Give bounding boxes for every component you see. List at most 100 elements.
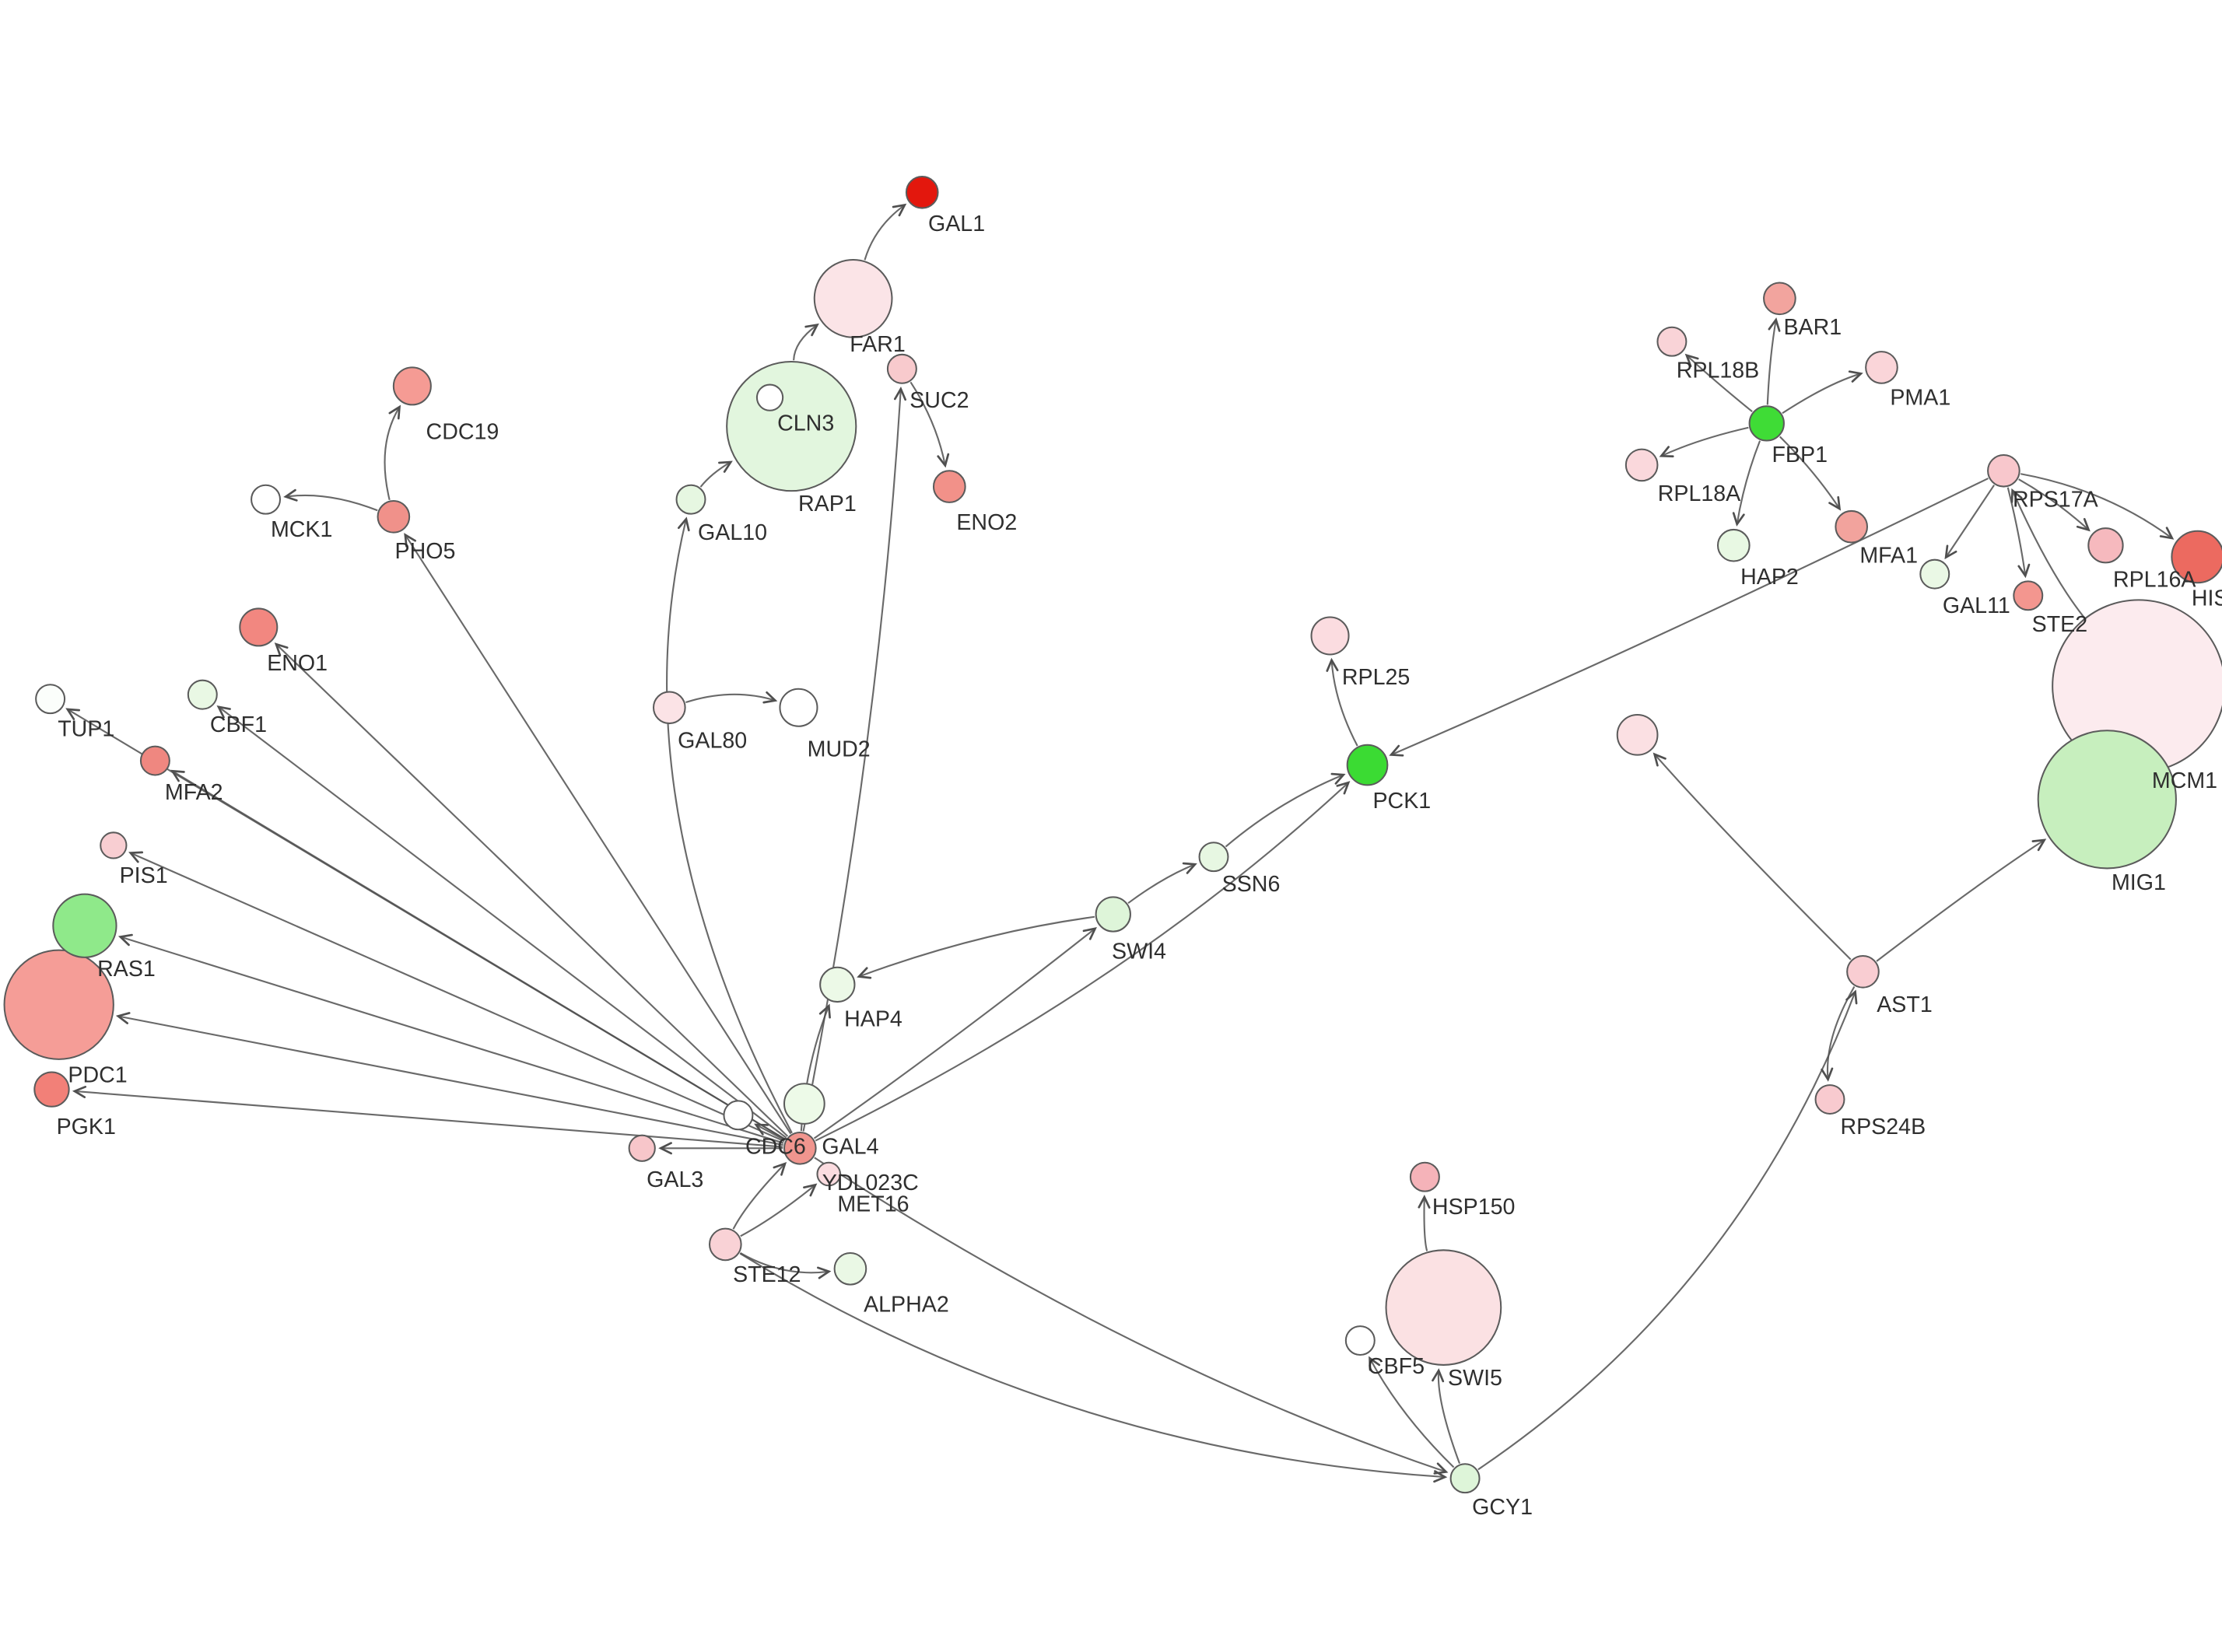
node-PGK1[interactable] bbox=[33, 1071, 70, 1108]
node-label-HAP2: HAP2 bbox=[1740, 565, 1799, 590]
node-HIS4[interactable] bbox=[2171, 530, 2222, 584]
node-label-GAL3: GAL3 bbox=[647, 1167, 703, 1192]
edges-layer bbox=[65, 203, 2175, 1483]
node-RPL18B[interactable] bbox=[1656, 326, 1688, 357]
node-label-MUD2: MUD2 bbox=[808, 737, 871, 762]
node-FAR1[interactable] bbox=[813, 258, 893, 338]
node-MFA2[interactable] bbox=[139, 745, 170, 776]
edge-PHO5-CDC19 bbox=[384, 404, 401, 501]
node-MFA1[interactable] bbox=[1835, 509, 1869, 544]
edge-GCY1-SWI5 bbox=[1432, 1368, 1461, 1465]
node-label-RAP1: RAP1 bbox=[798, 492, 857, 516]
node-label-MFA1: MFA1 bbox=[1859, 543, 1918, 568]
node-GAL4[interactable] bbox=[783, 1131, 817, 1165]
edge-GAL4-ENO1 bbox=[274, 642, 789, 1137]
node-label-SWI5: SWI5 bbox=[1448, 1366, 1502, 1391]
node-SSN6[interactable] bbox=[1198, 842, 1229, 873]
edge-GAL4-GCY1 bbox=[814, 1157, 1449, 1475]
edge-RAP1-FAR1 bbox=[793, 323, 819, 361]
node-CBF5[interactable] bbox=[1344, 1325, 1376, 1356]
edge-FBP1-MFA1 bbox=[1779, 436, 1842, 511]
node-RPL16A[interactable] bbox=[2087, 527, 2124, 564]
node-label-PMA1: PMA1 bbox=[1890, 385, 1950, 410]
node-CDC19[interactable] bbox=[392, 366, 432, 406]
node-GCY1[interactable] bbox=[1449, 1463, 1481, 1494]
edge-SSN6-PCK1 bbox=[1225, 772, 1346, 848]
node-STE12[interactable] bbox=[708, 1227, 742, 1262]
node-MET16[interactable] bbox=[816, 1161, 842, 1187]
node-ENO2[interactable] bbox=[932, 470, 966, 503]
edge-GAL10-RAP1 bbox=[699, 460, 733, 488]
node-GAL80[interactable] bbox=[652, 691, 686, 725]
node-RAS1[interactable] bbox=[52, 893, 117, 958]
node-AST1[interactable] bbox=[1846, 954, 1880, 989]
node-label-RPL18B: RPL18B bbox=[1677, 358, 1760, 383]
node-GAL11[interactable] bbox=[1919, 558, 1950, 590]
node-PHO5[interactable] bbox=[377, 500, 411, 534]
edge-RPS17A-STE2 bbox=[2006, 487, 2031, 579]
node-CBF1[interactable] bbox=[187, 679, 218, 710]
node-label-SSN6: SSN6 bbox=[1222, 872, 1281, 897]
node-PMA1[interactable] bbox=[1865, 351, 1898, 384]
node-CDC6[interactable] bbox=[723, 1100, 754, 1131]
edge-AST1-MIG1 bbox=[1876, 838, 2047, 962]
edge-GAL4-CDC6 bbox=[754, 1123, 786, 1141]
node-YDL023C[interactable] bbox=[783, 1083, 825, 1125]
node-PCK1[interactable] bbox=[1346, 744, 1389, 786]
edge-FBP1-RPL18B bbox=[1684, 353, 1753, 413]
node-RPL18A[interactable] bbox=[1624, 448, 1659, 482]
node-ALPHA2[interactable] bbox=[833, 1251, 867, 1286]
node-RPL25[interactable] bbox=[1310, 616, 1350, 656]
node-FBP1[interactable] bbox=[1748, 405, 1785, 442]
node-HAP4[interactable] bbox=[819, 966, 856, 1003]
node-MUD2[interactable] bbox=[779, 688, 818, 727]
node-label-ALPHA2: ALPHA2 bbox=[864, 1293, 949, 1318]
edge-STE12-ALPHA2 bbox=[739, 1252, 832, 1279]
edge-RPS17A-HIS4 bbox=[2020, 473, 2175, 540]
node-label-CBF1: CBF1 bbox=[210, 712, 267, 737]
edge-STE12-GCY1 bbox=[739, 1252, 1448, 1483]
edge-GCY1-CBF5 bbox=[1369, 1356, 1455, 1468]
edge-STE12-GAL4 bbox=[732, 1161, 787, 1230]
node-CLN3[interactable] bbox=[755, 383, 784, 411]
node-label-PDC1: PDC1 bbox=[68, 1062, 127, 1087]
edge-PHO5-MCK1 bbox=[283, 488, 378, 512]
node-label-PGK1: PGK1 bbox=[57, 1115, 116, 1139]
node-GAL3[interactable] bbox=[628, 1134, 656, 1162]
node-TUP1[interactable] bbox=[35, 684, 66, 715]
edge-GAL4-RAS1 bbox=[117, 933, 784, 1144]
node-RPS24B[interactable] bbox=[1814, 1084, 1845, 1115]
node-MCK1[interactable] bbox=[251, 484, 282, 515]
node-HAP2[interactable] bbox=[1716, 528, 1751, 562]
edge-FBP1-PMA1 bbox=[1782, 370, 1863, 415]
node-NODE1[interactable] bbox=[1616, 713, 1659, 756]
node-label-CDC19: CDC19 bbox=[426, 420, 499, 445]
edge-FAR1-GAL1 bbox=[864, 203, 907, 261]
edge-RPS17A-GAL11 bbox=[1944, 485, 1995, 560]
node-label-ENO1: ENO1 bbox=[267, 651, 328, 676]
node-GAL1[interactable] bbox=[905, 175, 939, 209]
node-RAP1[interactable] bbox=[726, 361, 857, 492]
node-label-AST1: AST1 bbox=[1877, 992, 1933, 1017]
node-ENO1[interactable] bbox=[239, 607, 279, 647]
node-PDC1[interactable] bbox=[3, 949, 114, 1060]
node-label-PHO5: PHO5 bbox=[395, 539, 456, 564]
edge-FBP1-BAR1 bbox=[1766, 317, 1781, 405]
node-label-GAL10: GAL10 bbox=[698, 520, 767, 545]
node-BAR1[interactable] bbox=[1763, 282, 1796, 316]
node-SWI5[interactable] bbox=[1385, 1249, 1502, 1366]
edge-FBP1-RPL18A bbox=[1659, 426, 1749, 458]
node-SUC2[interactable] bbox=[886, 353, 917, 384]
edge-GAL4-PCK1 bbox=[815, 781, 1351, 1142]
node-GAL10[interactable] bbox=[675, 484, 706, 515]
node-MIG1[interactable] bbox=[2037, 730, 2177, 870]
node-PIS1[interactable] bbox=[100, 831, 128, 859]
node-label-HAP4: HAP4 bbox=[844, 1006, 902, 1031]
node-SWI4[interactable] bbox=[1095, 896, 1131, 933]
node-HSP150[interactable] bbox=[1409, 1161, 1440, 1192]
node-label-BAR1: BAR1 bbox=[1783, 315, 1842, 340]
node-STE2[interactable] bbox=[2013, 580, 2044, 611]
node-RPS17A[interactable] bbox=[1987, 453, 2020, 488]
